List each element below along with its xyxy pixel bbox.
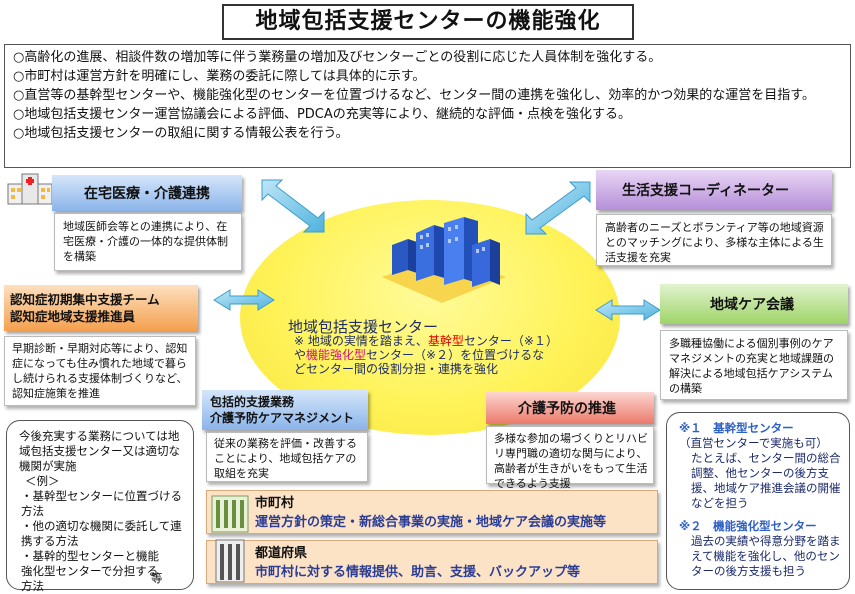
intro-line: ○地域包括支援センターの取組に関する情報公表を行う。 <box>13 126 349 141</box>
houkatsu-header-line: 介護予防ケアマネジメント <box>210 411 355 425</box>
zaitaku-desc: 地域医師会等との連携により、在宅医療・介護の一体的な提供体制を構築 <box>54 213 242 271</box>
kikangata-heading: ※１ 基幹型センター <box>679 421 794 435</box>
center-note-text: や <box>294 348 307 362</box>
right-note: ※１ 基幹型センター （直営センターで実施も可） たとえば、センター間の総合調整… <box>666 412 850 590</box>
kaigo-yobo-header: 介護予防の推進 <box>486 392 654 424</box>
kaigo-yobo-desc: 多様な参加の場づくりとリハビリ専門職の適切な関与により、高齢者が生きがいをもって… <box>486 426 654 490</box>
hospital-icon <box>7 173 53 205</box>
left-note-etc: 等 <box>151 571 163 585</box>
intro-line: ○高齢化の進展、相談件数の増加等に伴う業務量の増加及びセンターごとの役割に応じた… <box>13 50 662 65</box>
intro-line: ○直営等の基幹型センターや、機能強化型のセンターを位置づけるなど、センター間の連… <box>13 88 816 103</box>
center-note: ※ 地域の実情を踏まえ、基幹型センター（※１） や機能強化型センター（※２）を位… <box>294 334 586 378</box>
kikangata-sub: （直営センターで実施も可） <box>679 436 828 450</box>
left-note-bullet: ・基幹的型センターと機能強化型センターで分担する方法 <box>21 549 159 593</box>
seikatsu-header: 生活支援コーディネーター <box>596 170 832 210</box>
kinoukyouka-desc: 過去の実績や得意分野を踏まえて機能を強化し、他のセンターの後方支援も担う <box>691 534 841 578</box>
kikangata-label: 基幹型 <box>427 334 464 348</box>
arrow-top-right <box>525 181 591 235</box>
intro-line: ○地域包括支援センター運営協議会による評価、PDCAの充実等により、継続的な評価… <box>13 107 631 122</box>
ninchi-header: 認知症初期集中支援チーム 認知症地域支援推進員 <box>4 285 198 331</box>
kinoukyouka-heading: ※２ 機能強化型センター <box>679 519 817 533</box>
city-hall-icon <box>211 495 249 533</box>
todofuken-title: 都道府県 <box>255 546 308 561</box>
todofuken-body: 市町村に対する情報提供、助言、支援、バックアップ等 <box>255 565 581 580</box>
shichoson-box: 市町村 運営方針の策定・新総合事業の実施・地域ケア会議の実施等 <box>206 490 658 534</box>
kikangata-desc: たとえば、センター間の総合調整、他センターの後方支援、地域ケア推進会議の開催など… <box>691 451 841 510</box>
center-building-icon <box>382 217 506 303</box>
zaitaku-header: 在宅医療・介護連携 <box>52 175 242 211</box>
left-note: 今後充実する業務については地域包括支援センター又は適切な機関が実施 ＜例＞ ・基… <box>6 420 194 593</box>
chiiki-care-header: 地域ケア会議 <box>660 284 848 324</box>
left-note-example: ＜例＞ <box>25 474 60 488</box>
center-note-text: センター（※２）を位置づけるな <box>366 348 545 362</box>
houkatsu-header-line: 包括的支援業務 <box>210 395 295 409</box>
left-note-bullet: ・基幹型センターに位置づける方法 <box>21 489 182 518</box>
ninchi-header-line: 認知症地域支援推進員 <box>10 309 136 324</box>
prefecture-building-icon <box>215 539 245 583</box>
ninchi-desc: 早期診断・早期対応等により、認知症になっても住み慣れた地域で暮らし続けられる支援… <box>4 336 196 406</box>
shichoson-title: 市町村 <box>255 496 295 511</box>
arrow-right <box>595 299 661 321</box>
left-note-bullet: ・他の適切な機関に委託して連携する方法 <box>21 519 182 548</box>
intro-line: ○市町村は運営方針を明確にし、業務の委託に際しては具体的に示す。 <box>13 69 426 84</box>
arrow-left <box>213 289 275 311</box>
houkatsu-header: 包括的支援業務 介護予防ケアマネジメント <box>202 390 368 430</box>
page-title: 地域包括支援センターの機能強化 <box>222 4 634 40</box>
arrow-top-left <box>261 179 325 233</box>
kinoukyouka-label: 機能強化型 <box>306 348 367 362</box>
shichoson-body: 運営方針の策定・新総合事業の実施・地域ケア会議の実施等 <box>255 515 607 530</box>
todofuken-box: 都道府県 市町村に対する情報提供、助言、支援、バックアップ等 <box>206 540 658 584</box>
houkatsu-desc: 従来の業務を評価・改善することにより、地域包括ケアの取組を充実 <box>206 432 368 482</box>
center-note-text: ※ 地域の実情を踏まえ、 <box>294 334 428 348</box>
center-note-text: センター（※１） <box>463 334 558 348</box>
seikatsu-desc: 高齢者のニーズとボランティア等の地域資源とのマッチングにより、多様な主体による生… <box>596 214 832 266</box>
center-note-text: どセンター間の役割分担・連携を強化 <box>294 362 499 376</box>
intro-box: ○高齢化の進展、相談件数の増加等に伴う業務量の増加及びセンターごとの役割に応じた… <box>4 44 851 168</box>
center-title: 地域包括支援センター <box>288 318 439 336</box>
ninchi-header-line: 認知症初期集中支援チーム <box>10 292 160 307</box>
chiiki-care-desc: 多職種協働による個別事例のケアマネジメントの充実と地域課題の解決による地域包括ケ… <box>660 330 848 400</box>
left-note-text: 今後充実する業務については地域包括支援センター又は適切な機関が実施 <box>19 429 180 473</box>
